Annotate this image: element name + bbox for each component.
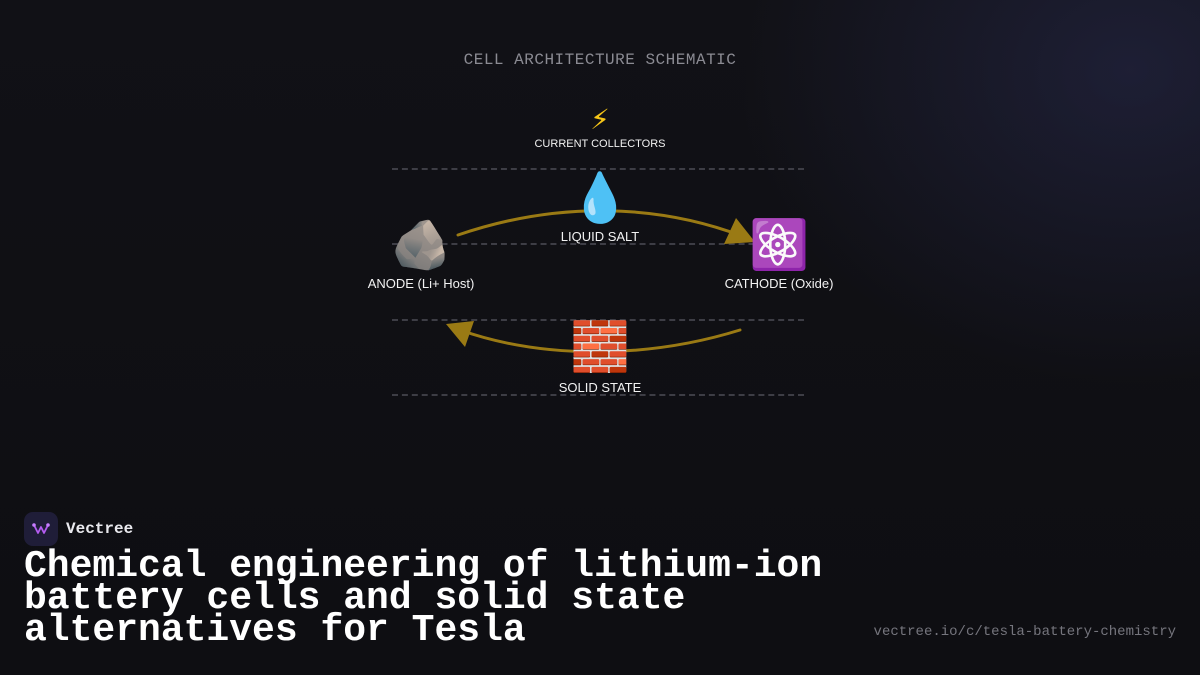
page-url[interactable]: vectree.io/c/tesla-battery-chemistry (873, 624, 1176, 640)
droplet-icon: 💧 (570, 172, 630, 225)
brand: Vectree (24, 512, 133, 546)
liquid-salt-node: 💧 LIQUID SALT (530, 172, 670, 245)
schematic-title: CELL ARCHITECTURE SCHEMATIC (463, 51, 737, 69)
rock-icon: 🪨 (391, 219, 451, 272)
solid-state-label: SOLID STATE (558, 380, 642, 395)
liquid-salt-label: LIQUID SALT (560, 229, 640, 244)
brick-icon: 🧱 (570, 321, 630, 374)
vectree-logo-mark (32, 523, 50, 534)
layer-divider-3 (392, 319, 804, 321)
anode-label: ANODE (Li+ Host) (367, 276, 475, 291)
arrow-head-anode (446, 321, 474, 347)
layer-divider-1 (392, 168, 804, 170)
solid-state-node: 🧱 SOLID STATE (530, 321, 670, 396)
cathode-label: CATHODE (Oxide) (724, 276, 834, 291)
current-collectors-label: CURRENT COLLECTORS (534, 138, 666, 150)
atom-icon: ⚛️ (749, 219, 809, 272)
layer-divider-4 (392, 394, 804, 396)
arrow-anode-to-cathode (456, 209, 744, 238)
brand-name: Vectree (66, 520, 134, 538)
layer-divider-2 (392, 243, 804, 245)
vectree-logo-icon (24, 512, 58, 546)
headline: Chemical engineering of lithium-ion batt… (24, 545, 823, 652)
arrow-head-cathode (724, 218, 755, 244)
current-collectors-node: ⚡ CURRENT COLLECTORS (520, 104, 680, 151)
anode-node: 🪨 ANODE (Li+ Host) (351, 219, 491, 292)
cathode-node: ⚛️ CATHODE (Oxide) (699, 219, 859, 292)
lightning-icon: ⚡ (590, 104, 610, 135)
arrow-cathode-to-anode (458, 328, 742, 354)
